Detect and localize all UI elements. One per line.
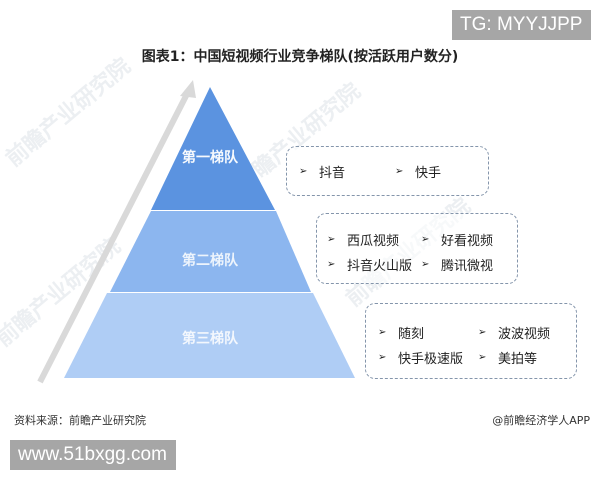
list-item: ➢快手	[395, 166, 442, 181]
list-item: ➢波波视频	[478, 327, 551, 342]
tier3-apps-box: ➢随刻 ➢波波视频 ➢快手极速版 ➢美拍等	[365, 303, 577, 379]
list-item: ➢好看视频	[421, 234, 494, 249]
list-item: ➢抖音火山版	[327, 259, 413, 274]
source-note: 资料来源：前瞻产业研究院	[14, 414, 146, 427]
arrowhead-bullet-icon: ➢	[421, 259, 430, 270]
tg-watermark-badge: TG: MYYJJPP	[452, 10, 591, 40]
arrowhead-bullet-icon: ➢	[327, 259, 336, 270]
arrowhead-bullet-icon: ➢	[378, 327, 387, 338]
chart-title: 图表1：中国短视频行业竞争梯队(按活跃用户数分)	[141, 49, 459, 65]
list-item: ➢西瓜视频	[327, 234, 400, 249]
list-item: ➢抖音	[299, 166, 346, 181]
list-item: ➢随刻	[378, 327, 425, 342]
arrowhead-bullet-icon: ➢	[395, 166, 404, 177]
arrow-up-right-icon	[37, 80, 196, 384]
arrowhead-bullet-icon: ➢	[327, 234, 336, 245]
list-item: ➢美拍等	[478, 352, 538, 367]
list-item: ➢快手极速版	[378, 352, 464, 367]
tier2-shape	[110, 211, 311, 292]
arrowhead-bullet-icon: ➢	[421, 234, 430, 245]
site-watermark-badge: www.51bxgg.com	[10, 440, 176, 470]
arrowhead-bullet-icon: ➢	[478, 352, 487, 363]
tier1-label: 第一梯队	[182, 150, 238, 166]
tier3-shape	[64, 293, 355, 378]
list-item: ➢腾讯微视	[421, 259, 494, 274]
arrowhead-bullet-icon: ➢	[299, 166, 308, 177]
tier3-label: 第三梯队	[182, 331, 238, 347]
arrowhead-bullet-icon: ➢	[378, 352, 387, 363]
credit-note: @前瞻经济学人APP	[492, 414, 590, 427]
tier2-label: 第二梯队	[182, 253, 238, 269]
tier1-apps-box: ➢抖音 ➢快手	[286, 146, 489, 196]
arrowhead-bullet-icon: ➢	[478, 327, 487, 338]
tier1-shape	[151, 87, 275, 210]
tier2-apps-box: ➢西瓜视频 ➢好看视频 ➢抖音火山版 ➢腾讯微视	[316, 213, 518, 284]
